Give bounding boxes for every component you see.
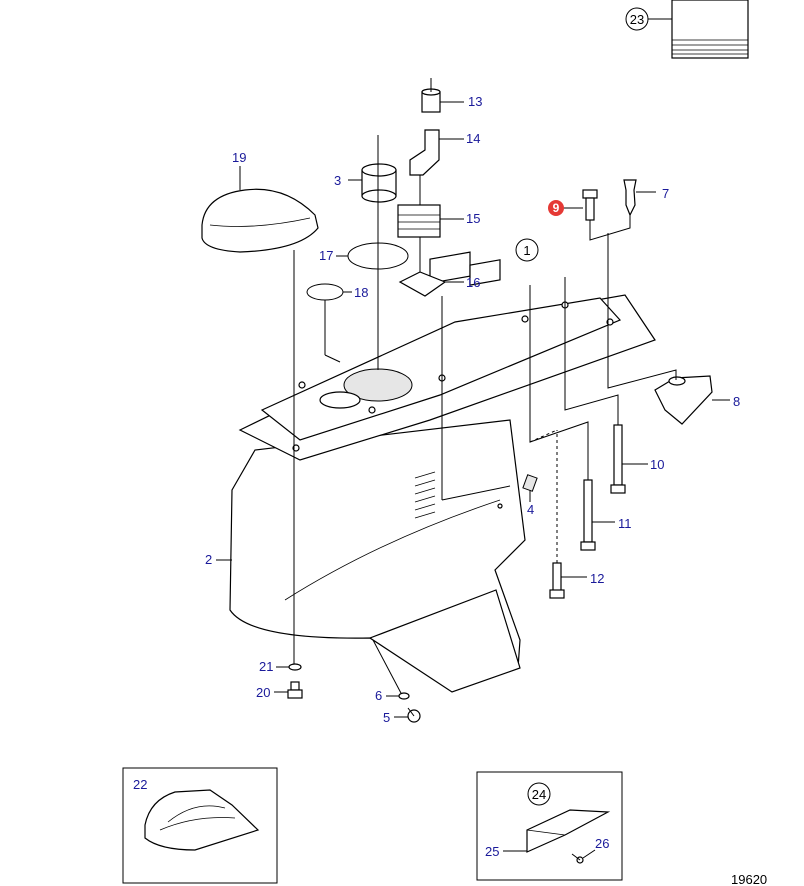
- callout-26[interactable]: 26: [595, 836, 609, 851]
- part-4-plug: [522, 474, 538, 502]
- part-5-plug: [394, 707, 421, 723]
- callout-7[interactable]: 7: [662, 186, 669, 201]
- part-16-plate: [398, 271, 464, 297]
- callout-14[interactable]: 14: [466, 131, 480, 146]
- callout-20[interactable]: 20: [256, 685, 270, 700]
- callout-17[interactable]: 17: [319, 248, 333, 263]
- part-11-stud: [580, 479, 615, 551]
- callout-5[interactable]: 5: [383, 710, 390, 725]
- svg-text:24: 24: [532, 787, 546, 802]
- callout-9-highlighted[interactable]: 9: [548, 200, 564, 216]
- part-19-cover: [201, 166, 319, 253]
- part-23-box: [648, 0, 749, 59]
- callout-2[interactable]: 2: [205, 552, 212, 567]
- part-7-plug: [623, 179, 656, 217]
- callout-19[interactable]: 19: [232, 150, 246, 165]
- part-18-oring: [306, 283, 352, 301]
- part-15-block: [397, 204, 464, 238]
- callout-23[interactable]: 23: [625, 7, 649, 31]
- figure-number: 19620: [731, 872, 767, 886]
- callout-8[interactable]: 8: [733, 394, 740, 409]
- callout-13[interactable]: 13: [468, 94, 482, 109]
- callout-16[interactable]: 16: [466, 275, 480, 290]
- part-26-screw: [571, 849, 596, 864]
- callout-6[interactable]: 6: [375, 688, 382, 703]
- part-10-stud: [610, 424, 648, 494]
- svg-text:1: 1: [523, 243, 530, 258]
- callout-21[interactable]: 21: [259, 659, 273, 674]
- callout-4[interactable]: 4: [527, 502, 534, 517]
- part-14-elbow: [409, 129, 464, 176]
- part-21-washer: [276, 663, 302, 671]
- part-12-stud: [549, 562, 587, 599]
- part-20-screw: [274, 681, 303, 699]
- callout-22[interactable]: 22: [133, 777, 147, 792]
- callout-11[interactable]: 11: [618, 516, 632, 531]
- part-6-washer: [386, 692, 410, 700]
- callout-3[interactable]: 3: [334, 173, 341, 188]
- callout-10[interactable]: 10: [650, 457, 664, 472]
- part-9-bolt: [562, 189, 598, 221]
- callout-1[interactable]: 1: [515, 238, 539, 262]
- svg-text:9: 9: [553, 201, 560, 215]
- part-17-oring: [336, 242, 409, 270]
- part-13-sleeve: [421, 88, 464, 113]
- callout-15[interactable]: 15: [466, 211, 480, 226]
- part-8-anode: [654, 375, 730, 425]
- part-22-box: [122, 767, 278, 884]
- callout-18[interactable]: 18: [354, 285, 368, 300]
- part-24-box: [476, 771, 623, 881]
- part-3-bearing: [348, 163, 397, 203]
- callout-25[interactable]: 25: [485, 844, 499, 859]
- callout-24[interactable]: 24: [527, 782, 551, 806]
- callout-12[interactable]: 12: [590, 571, 604, 586]
- svg-text:23: 23: [630, 12, 644, 27]
- vent-slots: [414, 471, 436, 519]
